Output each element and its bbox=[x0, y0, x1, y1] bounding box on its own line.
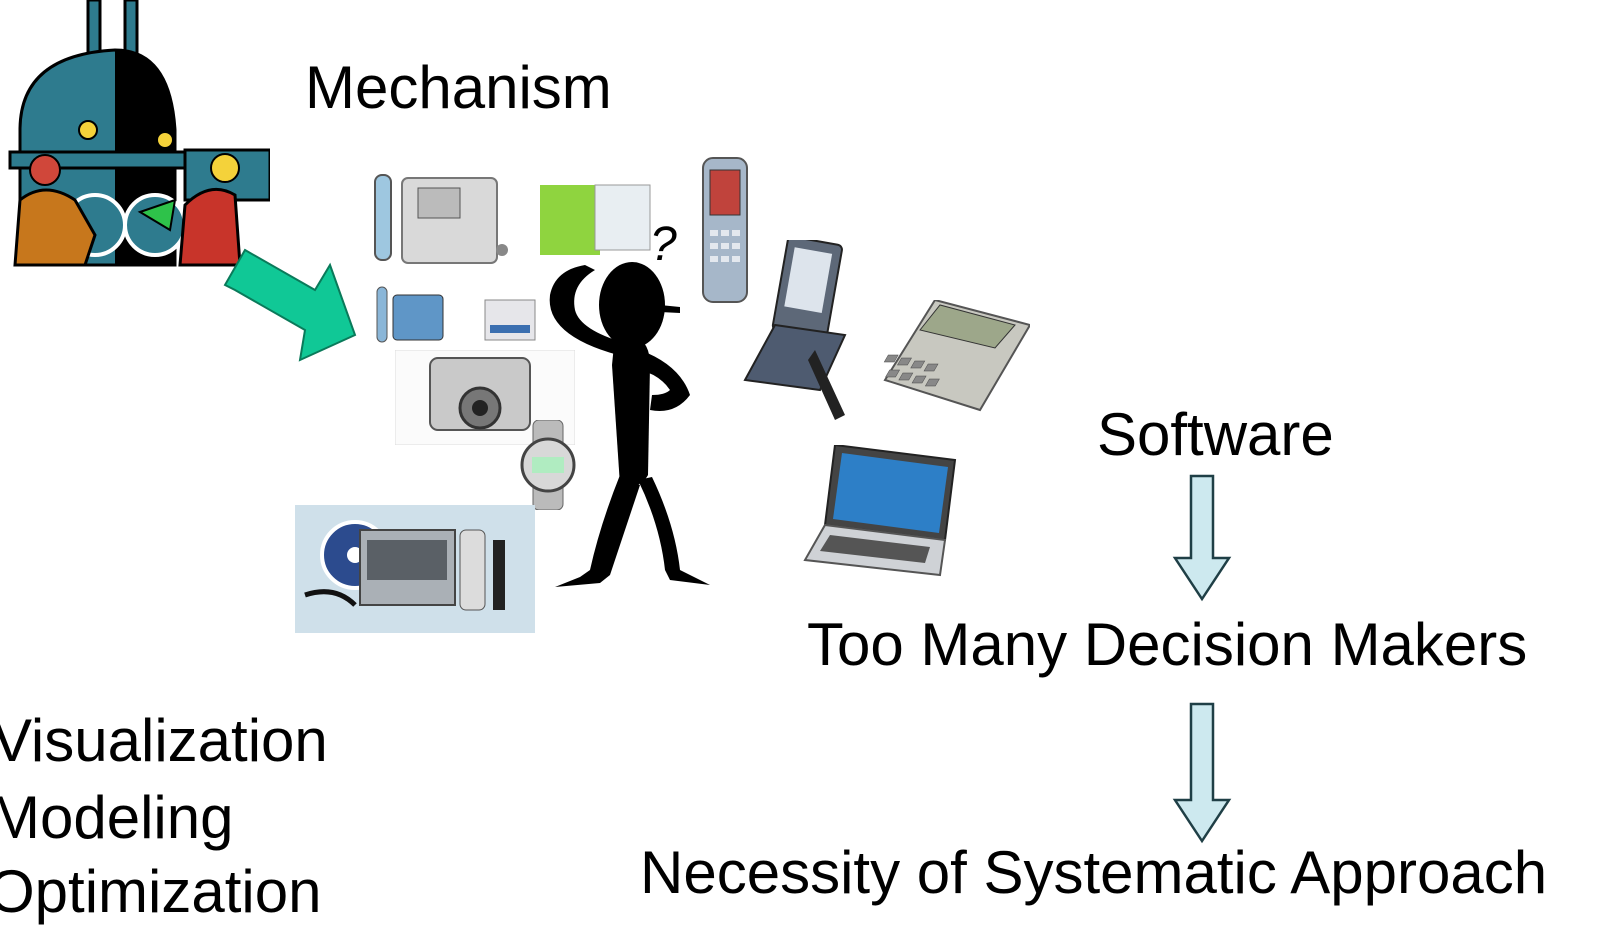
green-arrow-icon bbox=[223, 248, 357, 362]
laptop-icon bbox=[803, 445, 957, 577]
id-card-icon bbox=[535, 175, 655, 260]
confused-person-icon: ? bbox=[549, 218, 710, 587]
calculator-icon bbox=[883, 300, 1030, 412]
down-arrow-2-icon bbox=[1172, 702, 1232, 844]
av-equipment-icon bbox=[295, 505, 535, 633]
software-label: Software bbox=[1097, 401, 1334, 468]
down-arrow-1-icon bbox=[1172, 474, 1232, 602]
pda-icon bbox=[743, 240, 847, 420]
cordless-phone-icon bbox=[376, 286, 444, 343]
necessity-label: Necessity of Systematic Approach bbox=[640, 839, 1548, 906]
printer-icon bbox=[484, 299, 536, 341]
mobile-phone-icon bbox=[702, 157, 748, 303]
mechanism-label: Mechanism bbox=[305, 54, 612, 121]
phone-fax-icon bbox=[370, 170, 520, 275]
machine-workers-icon bbox=[8, 0, 270, 267]
visualization-label: Visualization bbox=[0, 707, 328, 774]
optimization-label: Optimization bbox=[0, 858, 322, 925]
too-many-decision-makers-label: Too Many Decision Makers bbox=[807, 611, 1528, 678]
modeling-label: Modeling bbox=[0, 784, 234, 851]
watch-icon bbox=[520, 420, 576, 510]
svg-text:?: ? bbox=[650, 218, 677, 271]
